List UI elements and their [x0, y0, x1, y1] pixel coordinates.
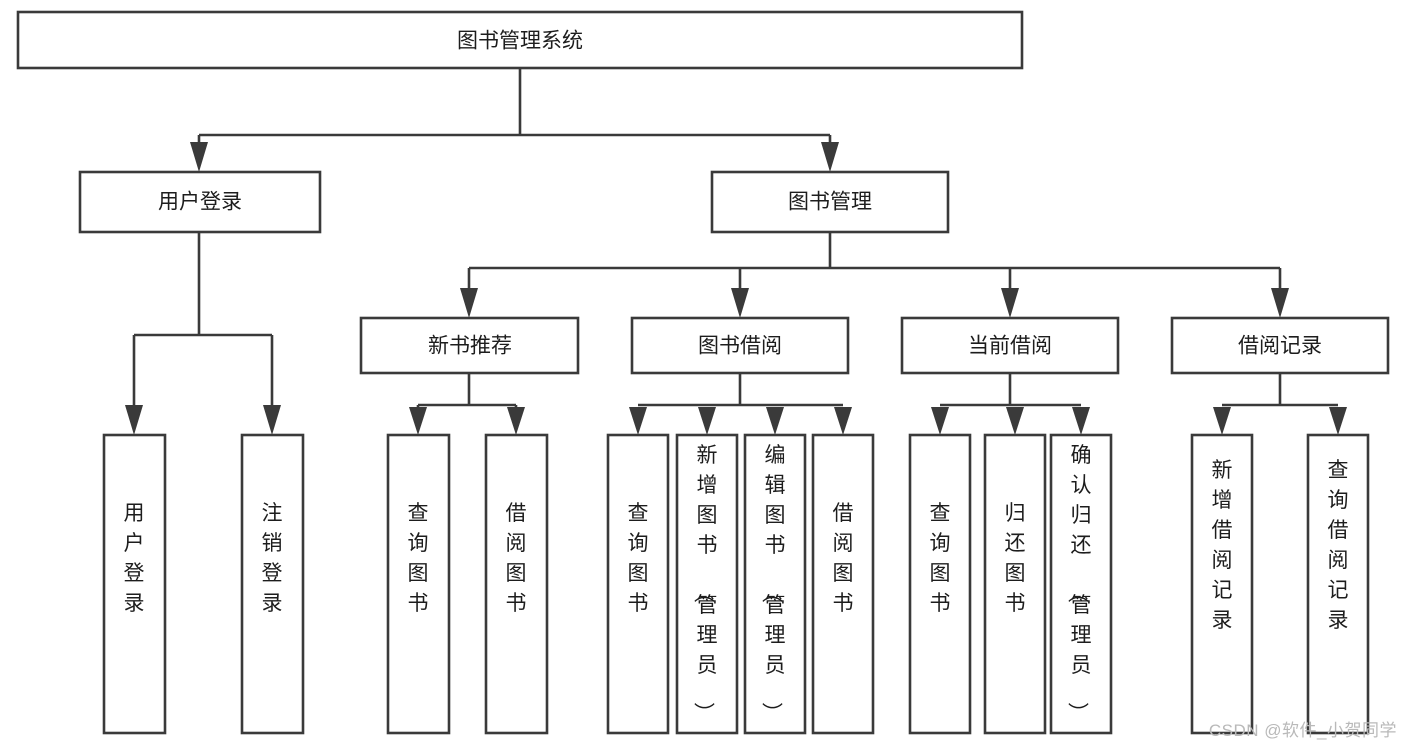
node-book-management[interactable]: 图书管理	[710, 170, 950, 234]
arrow-head-leaf-logout-login	[263, 405, 281, 435]
arrow-head-leaf-user-login	[125, 405, 143, 435]
arrow-head-leaf-return-book	[1006, 407, 1024, 435]
arrow-head-user-login	[190, 142, 208, 172]
arrow-head-book-borrow	[731, 288, 749, 318]
node-leaf-add-book-admin[interactable]: 新增图书（管理员）	[675, 433, 739, 735]
arrow-head-leaf-edit-book-admin	[766, 407, 784, 435]
node-leaf-query-book-recommend-label: 查询图书	[408, 502, 429, 615]
node-leaf-borrow-book-label: 借阅图书	[833, 502, 854, 615]
node-book-borrow[interactable]: 图书借阅	[630, 316, 850, 375]
node-book-borrow-label: 图书借阅	[698, 335, 782, 358]
node-borrow-record[interactable]: 借阅记录	[1170, 316, 1390, 375]
arrow-head-leaf-add-book-admin	[698, 407, 716, 435]
node-leaf-add-borrow-record-label: 新增借阅记录	[1212, 459, 1233, 632]
node-leaf-query-borrow-record[interactable]: 查询借阅记录	[1306, 433, 1370, 735]
node-leaf-query-book-borrow[interactable]: 查询图书	[606, 433, 670, 735]
arrow-head-leaf-query-book-current	[931, 407, 949, 435]
node-leaf-add-book-admin-label: 新增图书（管理员）	[692, 444, 718, 723]
arrow-head-leaf-query-book-borrow	[629, 407, 647, 435]
node-leaf-logout-login[interactable]: 注销登录	[240, 433, 305, 735]
node-new-book-recommend-box[interactable]	[359, 316, 580, 375]
node-leaf-user-login[interactable]: 用户登录	[102, 433, 167, 735]
node-leaf-query-borrow-record-box[interactable]	[1306, 433, 1370, 735]
node-leaf-edit-book-admin-box[interactable]	[743, 433, 807, 735]
connector-layer	[125, 68, 1347, 435]
node-root-box[interactable]	[16, 10, 1024, 70]
node-leaf-user-login-label: 用户登录	[124, 502, 145, 615]
node-current-borrow-box[interactable]	[900, 316, 1120, 375]
arrow-head-leaf-confirm-return-admin	[1072, 407, 1090, 435]
node-leaf-borrow-book-recommend-label: 借阅图书	[506, 502, 527, 615]
node-leaf-confirm-return-admin[interactable]: 确认归还（管理员）	[1049, 433, 1113, 735]
node-root[interactable]: 图书管理系统	[16, 10, 1024, 70]
node-leaf-query-book-recommend-box[interactable]	[386, 433, 451, 735]
node-leaf-return-book-label: 归还图书	[1005, 502, 1026, 615]
node-layer: 图书管理系统 用户登录 图书管理 新书推荐 图书借阅	[16, 10, 1390, 735]
arrow-head-leaf-query-borrow-record	[1329, 407, 1347, 435]
node-leaf-add-borrow-record-box[interactable]	[1190, 433, 1254, 735]
node-leaf-user-login-box[interactable]	[102, 433, 167, 735]
node-leaf-query-book-current[interactable]: 查询图书	[908, 433, 972, 735]
arrow-head-leaf-borrow-book-recommend	[507, 407, 525, 435]
arrow-head-leaf-add-borrow-record	[1213, 407, 1231, 435]
node-new-book-recommend[interactable]: 新书推荐	[359, 316, 580, 375]
arrow-head-leaf-query-book-recommend	[409, 407, 427, 435]
node-current-borrow-label: 当前借阅	[968, 335, 1052, 358]
node-book-management-label: 图书管理	[788, 191, 872, 214]
node-leaf-query-book-borrow-box[interactable]	[606, 433, 670, 735]
node-leaf-add-book-admin-box[interactable]	[675, 433, 739, 735]
arrow-head-book-management	[821, 142, 839, 172]
node-book-management-box[interactable]	[710, 170, 950, 234]
node-leaf-add-borrow-record[interactable]: 新增借阅记录	[1190, 433, 1254, 735]
node-leaf-borrow-book-box[interactable]	[811, 433, 875, 735]
node-new-book-recommend-label: 新书推荐	[428, 335, 512, 358]
node-current-borrow[interactable]: 当前借阅	[900, 316, 1120, 375]
node-leaf-query-book-borrow-label: 查询图书	[628, 502, 649, 615]
node-borrow-record-label: 借阅记录	[1238, 335, 1322, 358]
node-leaf-return-book[interactable]: 归还图书	[983, 433, 1047, 735]
node-leaf-confirm-return-admin-label: 确认归还（管理员）	[1066, 444, 1092, 723]
arrow-head-current-borrow	[1001, 288, 1019, 318]
node-leaf-borrow-book-recommend-box[interactable]	[484, 433, 549, 735]
node-leaf-logout-login-label: 注销登录	[262, 502, 283, 615]
node-leaf-query-book-current-box[interactable]	[908, 433, 972, 735]
node-user-login-label: 用户登录	[158, 191, 242, 214]
node-leaf-return-book-box[interactable]	[983, 433, 1047, 735]
arrow-head-leaf-borrow-book	[834, 407, 852, 435]
csdn-watermark: CSDN @软件_小贺同学	[1208, 721, 1397, 740]
node-leaf-edit-book-admin[interactable]: 编辑图书（管理员）	[743, 433, 807, 735]
node-root-label: 图书管理系统	[457, 30, 583, 53]
node-book-borrow-box[interactable]	[630, 316, 850, 375]
arrow-head-borrow-record	[1271, 288, 1289, 318]
node-leaf-confirm-return-admin-box[interactable]	[1049, 433, 1113, 735]
node-leaf-edit-book-admin-label: 编辑图书（管理员）	[760, 444, 786, 723]
node-leaf-logout-login-box[interactable]	[240, 433, 305, 735]
node-leaf-borrow-book[interactable]: 借阅图书	[811, 433, 875, 735]
node-user-login[interactable]: 用户登录	[78, 170, 322, 234]
node-borrow-record-box[interactable]	[1170, 316, 1390, 375]
node-user-login-box[interactable]	[78, 170, 322, 234]
node-leaf-query-borrow-record-label: 查询借阅记录	[1328, 459, 1349, 632]
node-leaf-query-book-current-label: 查询图书	[930, 502, 951, 615]
arrow-head-new-book-recommend	[460, 288, 478, 318]
node-leaf-borrow-book-recommend[interactable]: 借阅图书	[484, 433, 549, 735]
node-leaf-query-book-recommend[interactable]: 查询图书	[386, 433, 451, 735]
